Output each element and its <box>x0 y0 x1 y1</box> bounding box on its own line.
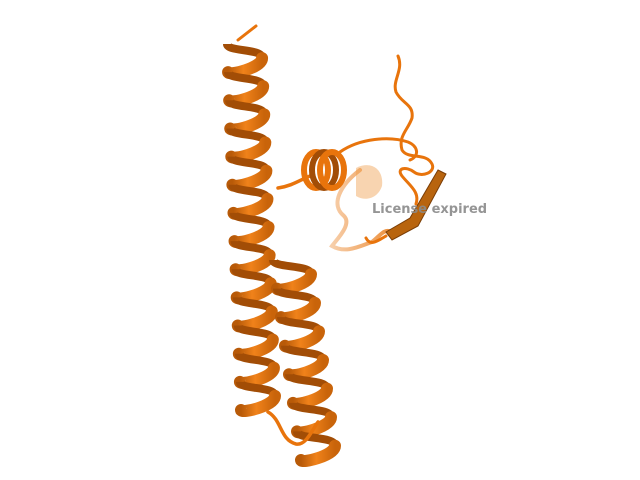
top-loop <box>338 137 418 162</box>
n-terminus-coil <box>236 24 258 42</box>
short-helix-turn <box>309 149 339 191</box>
strand-end-coil <box>364 234 388 244</box>
helix-2-turn-front <box>271 268 317 296</box>
short-helix-turn <box>301 149 331 191</box>
license-watermark: License expired <box>372 202 488 217</box>
helix-2-turn-front <box>279 325 325 353</box>
faded-loop <box>329 168 394 252</box>
helix-1-turn-front <box>222 52 269 80</box>
helix-1-turn-front <box>226 164 273 192</box>
short-helix-turn <box>317 149 347 191</box>
helix-2-turn-front <box>295 439 341 467</box>
bottom-loop <box>266 410 320 446</box>
helix-1-turn-front <box>230 277 277 305</box>
helix-2-turn-back <box>269 257 315 277</box>
helix-1-turn-front <box>223 80 270 108</box>
upper-coil <box>393 54 435 206</box>
helix-2-turn-front <box>275 296 321 325</box>
faded-ribbon <box>356 165 383 199</box>
beta-strand <box>385 169 447 241</box>
helix-1 <box>222 41 281 417</box>
helix-1-turn-front <box>227 192 274 220</box>
helix-1-turn-front <box>233 361 280 389</box>
helix-1-turn-front <box>228 221 275 249</box>
helix-1-turn-front <box>232 333 279 361</box>
helix-1-turn-front <box>224 108 271 136</box>
helix-1-turn-front <box>231 305 278 333</box>
helix-1-turn-front <box>225 136 272 164</box>
short-helix <box>301 149 347 191</box>
helix-1-turn-front <box>229 249 276 277</box>
helix-2-turn-front <box>287 382 333 410</box>
helix-2-turn-front <box>283 354 329 382</box>
helix-1-turn-front <box>235 389 281 417</box>
